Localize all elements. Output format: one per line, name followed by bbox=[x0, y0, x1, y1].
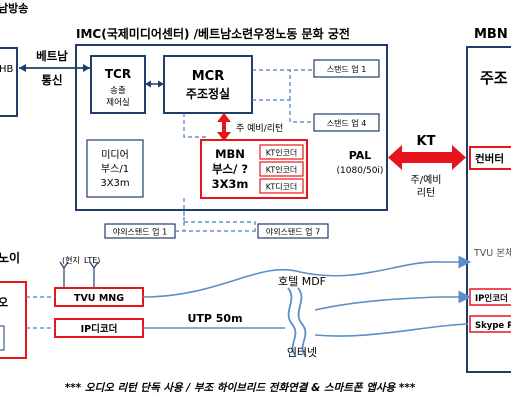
mcr-mbn-red-arrow-down bbox=[217, 132, 231, 141]
network-break-symbol-2 bbox=[297, 287, 307, 357]
mcr-mbn-red-arrow-up bbox=[217, 113, 231, 122]
mbn-right-box bbox=[466, 46, 511, 373]
hanoi-label-fragment: 노이 bbox=[0, 250, 20, 265]
hanoi-inner-box bbox=[0, 325, 5, 351]
network-break-symbol-1 bbox=[287, 287, 297, 357]
kt-encoder-2-box bbox=[259, 161, 304, 177]
kt-sub2-label: 리턴 bbox=[417, 187, 435, 199]
hotel-mdf-label: 호텔 MDF bbox=[278, 275, 326, 288]
tvu-mng-label: TVU MNG bbox=[74, 293, 124, 304]
left-hb-box bbox=[0, 47, 18, 117]
vietnam-link-arrow-right bbox=[83, 64, 90, 72]
mcr-label: MCR bbox=[192, 69, 225, 84]
footer-note: *** 오디오 리턴 단독 사용 / 부조 하이브리드 전화연결 & 스마트폰 … bbox=[65, 382, 416, 394]
hotel-to-ip-encoder-curve bbox=[314, 290, 472, 311]
mbn-booth-line2: 부스/ ? bbox=[212, 162, 248, 176]
tcr-mcr-arrow-left bbox=[145, 80, 151, 88]
lte-label-1: (현지 bbox=[62, 256, 80, 265]
ip-decoder-label: IP디코더 bbox=[81, 323, 118, 335]
tcr-label: TCR bbox=[105, 67, 131, 81]
converter-label: 컨버터 bbox=[475, 152, 504, 165]
tcr-sub1: 송출 bbox=[110, 85, 126, 96]
tvu-main-label: TVU 본체 bbox=[473, 248, 511, 259]
media-booth-line1: 미디어 bbox=[101, 149, 129, 161]
tcr-sub2: 제어실 bbox=[106, 97, 129, 108]
kt-encoder-1-label: KT인코더 bbox=[266, 148, 298, 158]
imc-box bbox=[75, 44, 388, 211]
mcr-stand-dashed-lines bbox=[252, 69, 314, 123]
kt-encoder-2-label: KT인코더 bbox=[266, 165, 298, 175]
ip-encoder-label: IP인코더 bbox=[475, 293, 508, 304]
hb-label-fragment: HB bbox=[0, 64, 14, 75]
media-booth-line2: 부스/1 bbox=[101, 163, 129, 175]
pal-label: PAL bbox=[349, 149, 372, 162]
stand-up-1-label: 스탠드 업 1 bbox=[327, 64, 367, 74]
mbn-booth-line1: MBN bbox=[215, 147, 245, 161]
skype-box bbox=[469, 315, 511, 333]
mbn-right-main: 주조 bbox=[480, 69, 508, 87]
mcr-down-dashed-line bbox=[183, 113, 206, 138]
mbn-booth-line3: 3X3m bbox=[212, 177, 249, 191]
tvu-to-mbn-curve bbox=[142, 255, 472, 298]
kt-arrow-right-head bbox=[452, 145, 466, 170]
kt-label: KT bbox=[417, 134, 436, 149]
antenna-2-head bbox=[89, 261, 99, 270]
tcr-box bbox=[90, 55, 146, 114]
skype-label: Skype PC bbox=[475, 321, 511, 331]
vietnam-link-arrow-left bbox=[19, 64, 26, 72]
internet-label: 인터넷 bbox=[287, 346, 317, 359]
vietnam-label: 베트남 bbox=[36, 49, 68, 63]
kt-sub1-label: 주/예비 bbox=[411, 174, 442, 186]
lte-label-2: LTE) bbox=[84, 256, 100, 265]
stand-up-1-box bbox=[313, 59, 380, 78]
hanoi-left-label: 오 bbox=[0, 296, 8, 309]
mcr-box bbox=[163, 55, 253, 114]
media-booth-box bbox=[86, 139, 144, 198]
kt-arrow-left-head bbox=[388, 145, 402, 170]
outdoor-stand-1-label: 야외스탠드 업 1 bbox=[113, 227, 167, 237]
converter-box bbox=[469, 146, 511, 170]
tcr-mcr-arrow-right bbox=[158, 80, 164, 88]
pal-format-label: (1080/50i) bbox=[337, 166, 384, 176]
media-booth-line3: 3X3m bbox=[100, 178, 129, 189]
mbn-right-title: MBN bbox=[474, 27, 508, 42]
stand-up-4-box bbox=[313, 113, 380, 132]
outdoor-stand-7-label: 야외스탠드 업 7 bbox=[266, 227, 320, 237]
mcr-sub: 주조정실 bbox=[186, 86, 230, 101]
outdoor-dashed-lines bbox=[183, 198, 256, 230]
reserve-return-label: 주 예비/리턴 bbox=[236, 123, 283, 134]
stand-up-4-label: 스탠드 업 4 bbox=[327, 118, 367, 128]
broadcast-label-fragment: 남방송 bbox=[0, 1, 28, 15]
outdoor-stand-7-box bbox=[257, 223, 329, 239]
antenna-1-head bbox=[59, 261, 69, 270]
kt-encoder-1-box bbox=[259, 144, 304, 160]
internet-to-skype-curve bbox=[314, 323, 469, 337]
kt-arrow-shaft bbox=[397, 152, 455, 163]
utp-label: UTP 50m bbox=[187, 312, 242, 325]
kt-decoder-label: KT디코더 bbox=[266, 183, 298, 192]
imc-title: IMC(국제미디어센터) /베트남소련우정노동 문화 궁전 bbox=[76, 26, 350, 41]
vietnam-comm-label: 통신 bbox=[41, 73, 62, 87]
kt-decoder-box bbox=[259, 178, 304, 194]
